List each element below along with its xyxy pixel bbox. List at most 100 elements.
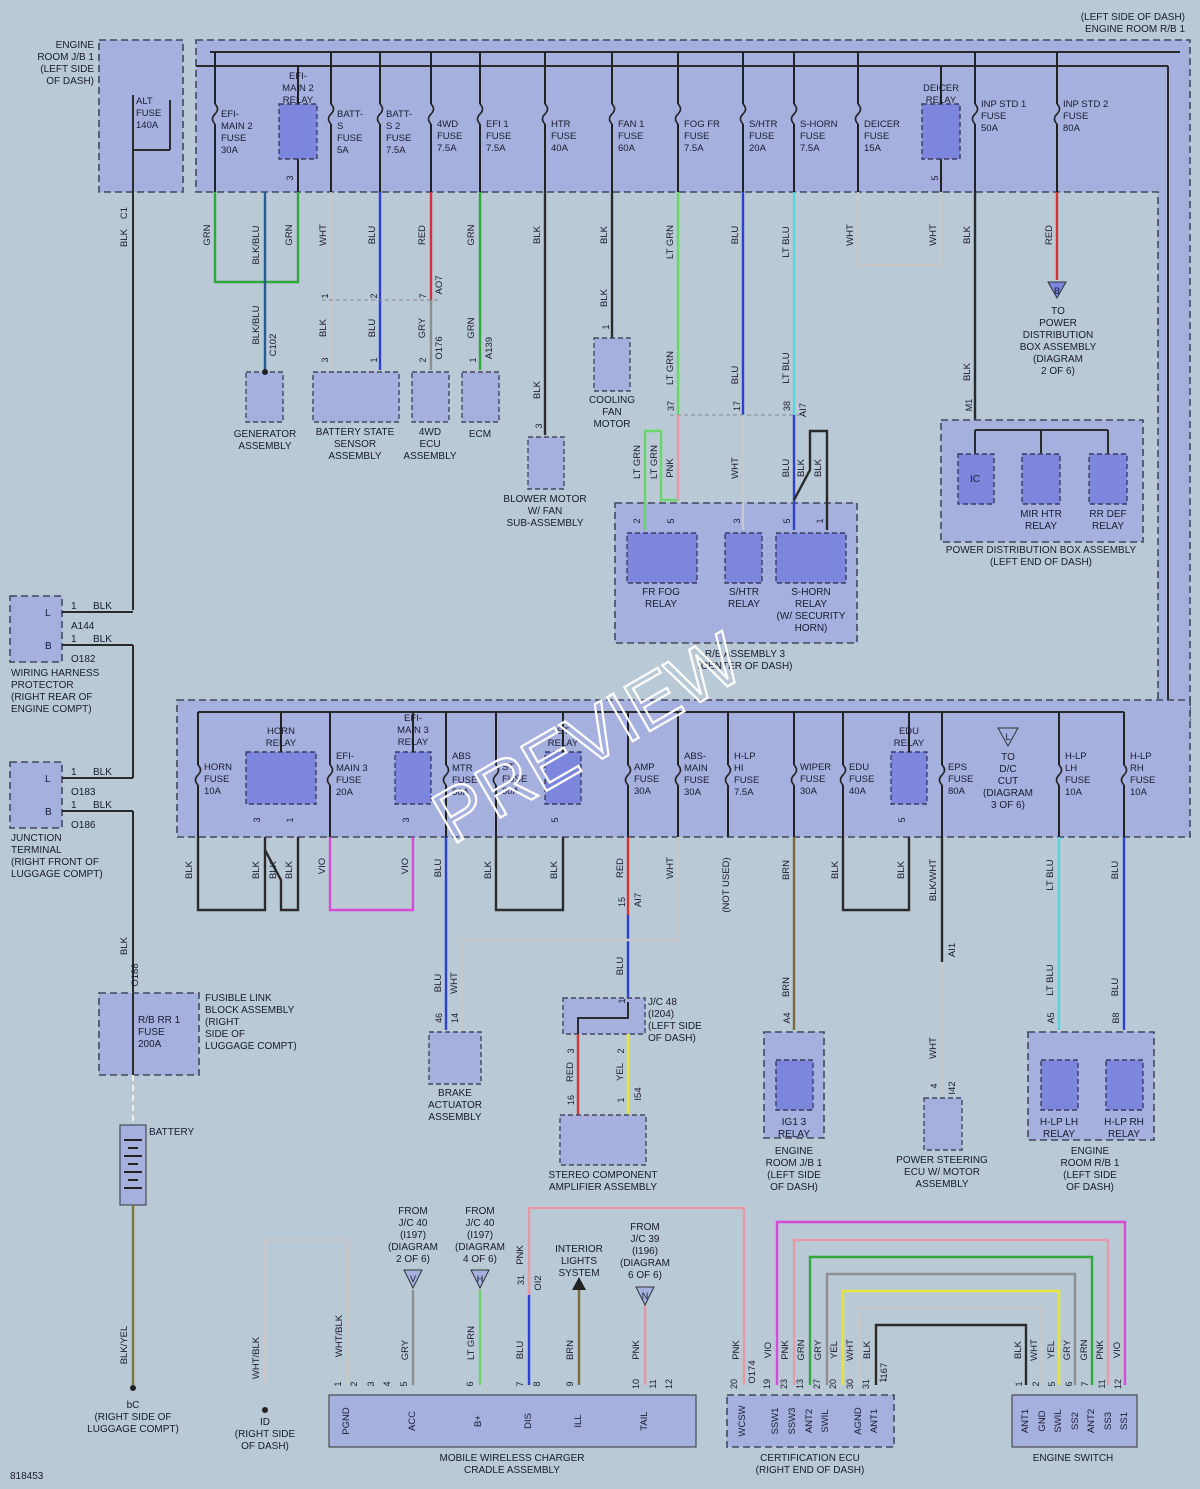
charger-term-4: ILL xyxy=(573,1414,584,1427)
top-fuse-label-13: 80A xyxy=(1063,123,1081,134)
bottom-fuse-label-9: EPS xyxy=(948,762,967,773)
header-left-3: (LEFT SIDE xyxy=(40,64,94,75)
wire-label-71: PNK xyxy=(631,1340,642,1360)
fuse-icon xyxy=(476,103,484,125)
rb1-box-label: OF DASH) xyxy=(1066,1182,1114,1193)
switch-pin-3: 6 xyxy=(1064,1381,1074,1386)
ig13-label: IG1 3 xyxy=(782,1117,807,1128)
top-fuse-label-1: FUSE xyxy=(221,133,246,144)
connector-label-1: C102 xyxy=(268,334,279,357)
whp-label: ENGINE COMPT) xyxy=(11,704,92,715)
from-jc40-v-label: (DIAGRAM xyxy=(388,1242,438,1253)
from-jc40-h-label: FROM xyxy=(465,1206,494,1217)
top-fuse-label-2: 5A xyxy=(337,145,349,156)
whp-label: PROTECTOR xyxy=(11,680,74,691)
switch-term-3: SS2 xyxy=(1070,1412,1081,1430)
wire-label-22: BLK xyxy=(599,288,610,307)
cert-pin-4: 27 xyxy=(812,1379,822,1389)
charger-term-1: ACC xyxy=(407,1411,418,1431)
4wd-ecu-label: ECU xyxy=(419,439,440,450)
shorn-label: RELAY xyxy=(795,599,827,610)
pdb-mir-relay-box xyxy=(1021,453,1061,505)
footer-id: 818453 xyxy=(10,1471,44,1482)
pin-label-26: 1 xyxy=(617,998,627,1003)
wire-blk-ant1 xyxy=(874,1323,1028,1385)
wire-label-59: LT BLU xyxy=(1045,964,1056,995)
wire-label-19: BLU xyxy=(367,319,378,338)
bottom-fuse-label-6: 7.5A xyxy=(734,787,754,798)
bottom-relay-label-1: EFI- xyxy=(404,713,422,724)
bottom-relay-box-3 xyxy=(890,751,928,805)
wire-label-10: LT GRN xyxy=(665,225,676,259)
battery-sensor-box xyxy=(312,371,400,423)
from-jc40-v-label: 2 OF 6) xyxy=(396,1254,430,1265)
wire-yel-swil xyxy=(841,1289,1061,1385)
fr-fog-label: RELAY xyxy=(645,599,677,610)
bottom-fuse-label-4: FUSE xyxy=(634,774,659,785)
top-fuse-label-8: FUSE xyxy=(684,131,709,142)
bottom-relay-box-2 xyxy=(544,751,582,805)
jc48-box xyxy=(562,997,646,1035)
wire-label-56: WHT xyxy=(449,972,460,994)
from-jc39-label: FROM xyxy=(630,1222,659,1233)
cert-pin-6: 31 xyxy=(861,1379,871,1389)
wire-blk-edu xyxy=(841,837,911,912)
pin-label-0: 3 xyxy=(285,175,295,180)
bottom-fuse-label-3: ST xyxy=(502,762,514,773)
bottom-fuse-label-1: EFI- xyxy=(336,751,354,762)
header-left-1: ENGINE xyxy=(56,40,95,51)
triangle-h xyxy=(470,1269,490,1290)
from-jc40-h-label: (DIAGRAM xyxy=(455,1242,505,1253)
whp-conn-1: O182 xyxy=(71,654,96,665)
whp-pin-0: 1 xyxy=(71,601,77,612)
pin-label-9: 1 xyxy=(601,324,611,329)
brake-label: ACTUATOR xyxy=(428,1100,482,1111)
bottom-fuse-label-9: FUSE xyxy=(948,774,973,785)
pin-label-8: 1 xyxy=(468,357,478,362)
wire-whtblk-ground xyxy=(263,1238,350,1385)
from-jc40-v-label: J/C 40 xyxy=(399,1218,428,1229)
brake-actuator-box xyxy=(428,1031,482,1085)
top-fuse-label-3: S 2 xyxy=(386,121,400,132)
cert-term-6: ANT1 xyxy=(869,1409,880,1433)
bottom-fuse-label-6: HI xyxy=(734,763,744,774)
fuse-icon xyxy=(854,103,862,125)
wire-label-29: LT GRN xyxy=(649,445,660,479)
connector-label-5: AI7 xyxy=(798,403,809,417)
rr1-fuse-label: R/B RR 1 xyxy=(138,1015,181,1026)
top-fuse-label-5: EFI 1 xyxy=(486,119,509,130)
wire-label-2: BLK/BLU xyxy=(251,225,262,264)
hlp-lh-label: H-LP LH xyxy=(1040,1117,1078,1128)
pin-label-30: A5 xyxy=(1046,1012,1056,1023)
charger-pin-8: 9 xyxy=(565,1381,575,1386)
whp-wire-1: BLK xyxy=(93,634,112,645)
wire-label-41: VIO xyxy=(400,858,411,874)
pin-label-13: 38 xyxy=(782,401,792,411)
fuse-icon xyxy=(790,103,798,125)
cooling-fan-label: COOLING xyxy=(589,395,635,406)
wire-label-46: WHT xyxy=(665,857,676,879)
cert-term-0: WCSW xyxy=(737,1405,748,1436)
wire-label-36: BLK xyxy=(184,860,195,879)
top-relay-label-0: MAIN 2 xyxy=(282,83,314,94)
pdb-mir-label: MIR HTR xyxy=(1020,509,1062,520)
generator-box xyxy=(245,371,284,423)
charger-term-0: PGND xyxy=(341,1407,352,1435)
battery-sensor-label: SENSOR xyxy=(334,439,376,450)
bottom-fuse-label-4: AMP xyxy=(634,762,655,773)
pin-label-17: 5 xyxy=(782,518,792,523)
bottom-relay-label-1: RELAY xyxy=(398,737,429,748)
pin-label-22: 3 xyxy=(401,817,411,822)
bottom-fuse-label-0: 10A xyxy=(204,786,222,797)
wire-label-82: YEL xyxy=(1046,1341,1057,1359)
top-fuse-label-12: INP STD 1 xyxy=(981,99,1026,110)
fr-fog-relay-box xyxy=(626,532,698,584)
pin-label-11: 37 xyxy=(666,401,676,411)
top-fuse-label-7: FAN 1 xyxy=(618,119,644,130)
bottom-relay-label-0: HORN xyxy=(267,726,295,737)
bottom-relay-box-0 xyxy=(245,751,317,805)
wire-label-57: BRN xyxy=(781,977,792,997)
to-pdb-label: POWER xyxy=(1039,318,1077,329)
bottom-fuse-label-3: FUSE xyxy=(502,774,527,785)
wire-blk-horn-2 xyxy=(263,837,300,912)
